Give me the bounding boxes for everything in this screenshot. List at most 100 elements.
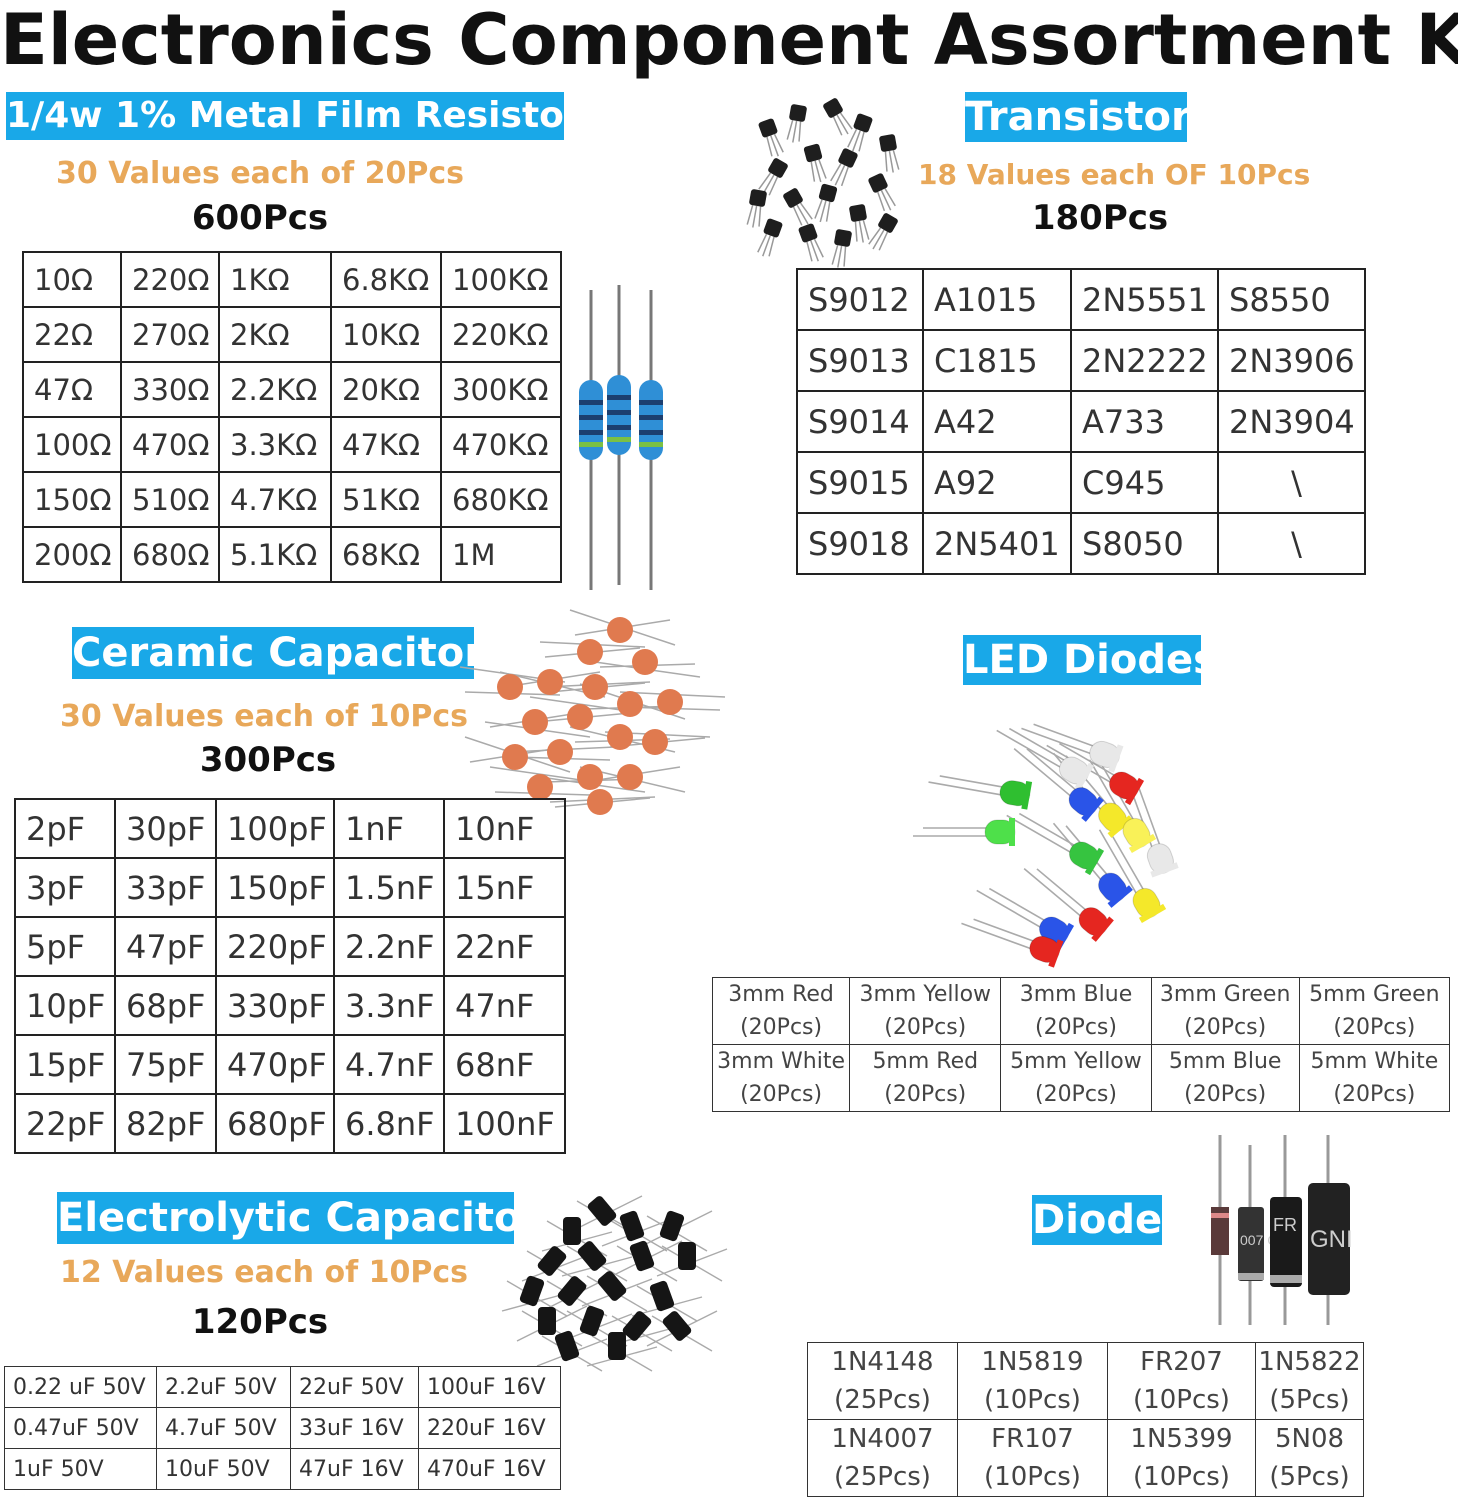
table-cell: 220uF 16V <box>418 1407 561 1449</box>
table-cell: A42 <box>922 390 1072 453</box>
table-cell: 2N3906 <box>1217 329 1366 392</box>
table-cell: 75pF <box>114 1034 217 1095</box>
transistor-subheading: 18 Values each OF 10Pcs <box>918 158 1311 191</box>
table-cell: 1N5399 (10Pcs) <box>1107 1419 1256 1497</box>
ceramic-total: 300Pcs <box>199 740 337 780</box>
table-cell: 5mm Red(20Pcs) <box>849 1044 1002 1112</box>
part-quantity: (20Pcs) <box>884 1015 967 1040</box>
table-cell: 2N2222 <box>1070 329 1219 392</box>
table-cell: 680pF <box>215 1093 335 1154</box>
part-quantity: (10Pcs) <box>1133 1385 1230 1415</box>
table-cell: 82pF <box>114 1093 217 1154</box>
part-quantity: (20Pcs) <box>1034 1082 1117 1107</box>
part-name: 1N4148 <box>831 1347 934 1377</box>
page-title: Electronics Component Assortment Kit <box>0 0 1458 81</box>
table-cell: S8050 <box>1070 512 1219 575</box>
table-cell: 3mm Red(20Pcs) <box>711 977 851 1045</box>
table-cell: 68pF <box>114 975 217 1036</box>
table-cell: 5pF <box>14 916 116 977</box>
table-cell: 6.8nF <box>333 1093 445 1154</box>
table-cell: 0.22 uF 50V <box>4 1366 157 1408</box>
resistor-image <box>579 285 663 590</box>
table-cell: 1uF 50V <box>4 1448 157 1490</box>
table-cell: 47Ω <box>22 361 122 418</box>
table-cell: 470Ω <box>120 416 220 473</box>
part-name: FR207 <box>1140 1347 1223 1377</box>
table-cell: 1N4007(25Pcs) <box>807 1419 958 1497</box>
table-cell: 100pF <box>215 798 335 859</box>
table-cell: 33uF 16V <box>290 1407 419 1449</box>
table-row: 3mm White (20Pcs) 5mm Red(20Pcs)5mm Yellow… <box>711 1044 1451 1112</box>
table-cell: 10nF <box>443 798 566 859</box>
table-cell: 470uF 16V <box>418 1448 561 1490</box>
resistor-subheading: 30 Values each of 20Pcs <box>56 156 464 191</box>
part-name: 3mm Green <box>1159 982 1291 1007</box>
table-cell: 10KΩ <box>330 306 442 363</box>
table-cell: 5mm Blue(20Pcs) <box>1150 1044 1300 1112</box>
table-cell: A733 <box>1070 390 1219 453</box>
ceramic-heading: Ceramic Capacitors <box>72 627 508 679</box>
part-name: FR107 <box>991 1424 1074 1454</box>
table-cell: 510Ω <box>120 471 220 528</box>
table-cell: S8550 <box>1217 268 1366 331</box>
table-cell: S9013 <box>796 329 924 392</box>
table-cell: 2.2uF 50V <box>156 1366 291 1408</box>
table-cell: 4.7nF <box>333 1034 445 1095</box>
table-cell: 15nF <box>443 857 566 918</box>
table-cell: 0.47uF 50V <box>4 1407 157 1449</box>
table-cell: \ <box>1217 512 1366 575</box>
electrolytic-subheading: 12 Values each of 10Pcs <box>60 1255 468 1290</box>
led-value-table: 3mm Red(20Pcs)3mm Yellow(20Pcs)3mm Blue(… <box>711 977 1451 1112</box>
table-cell: 5mm Yellow(20Pcs) <box>1000 1044 1152 1112</box>
table-cell: S9018 <box>796 512 924 575</box>
electrolytic-total: 120Pcs <box>191 1302 329 1342</box>
diode-marking-small: 007 C <box>1240 1232 1277 1248</box>
transistor-heading: Transistor <box>965 92 1191 142</box>
table-cell: 100KΩ <box>440 251 562 308</box>
table-cell: 3.3KΩ <box>218 416 332 473</box>
part-name: 3mm White <box>717 1049 845 1074</box>
table-cell: 1.5nF <box>333 857 445 918</box>
table-cell: 270Ω <box>120 306 220 363</box>
part-name: 5N08 <box>1274 1424 1345 1454</box>
ceramic-capacitor-image <box>459 609 726 815</box>
table-cell: A1015 <box>922 268 1072 331</box>
part-quantity: (20Pcs) <box>1333 1082 1416 1107</box>
table-row: 1N4007(25Pcs)FR107(10Pcs)1N5399(10Pcs)5N… <box>807 1419 1364 1497</box>
table-cell: 20KΩ <box>330 361 442 418</box>
part-name: 1N5822 <box>1258 1347 1361 1377</box>
table-cell: 22Ω <box>22 306 122 363</box>
table-cell: 5N08(5Pcs) <box>1255 1419 1364 1497</box>
table-cell: 2.2nF <box>333 916 445 977</box>
transistor-total: 180Pcs <box>1031 198 1169 238</box>
table-cell: 2pF <box>14 798 116 859</box>
table-cell: 47nF <box>443 975 566 1036</box>
table-cell: 3pF <box>14 857 116 918</box>
electrolytic-heading: Electrolytic Capacitor <box>57 1192 541 1244</box>
table-cell: 100Ω <box>22 416 122 473</box>
part-name: 3mm Yellow <box>859 982 992 1007</box>
part-name: 1N5819 <box>981 1347 1084 1377</box>
part-name: 1N5399 <box>1130 1424 1233 1454</box>
table-cell: 330Ω <box>120 361 220 418</box>
table-cell: 10Ω <box>22 251 122 308</box>
part-quantity: (10Pcs) <box>1133 1462 1230 1492</box>
table-cell: 51KΩ <box>330 471 442 528</box>
table-cell: 2N3904 <box>1217 390 1366 453</box>
table-cell: S9012 <box>796 268 924 331</box>
table-cell: 300KΩ <box>440 361 562 418</box>
table-cell: 5mm Green(20Pcs) <box>1298 977 1451 1045</box>
led-heading: LED Diodes <box>963 635 1217 685</box>
table-cell: 10uF 50V <box>156 1448 291 1490</box>
